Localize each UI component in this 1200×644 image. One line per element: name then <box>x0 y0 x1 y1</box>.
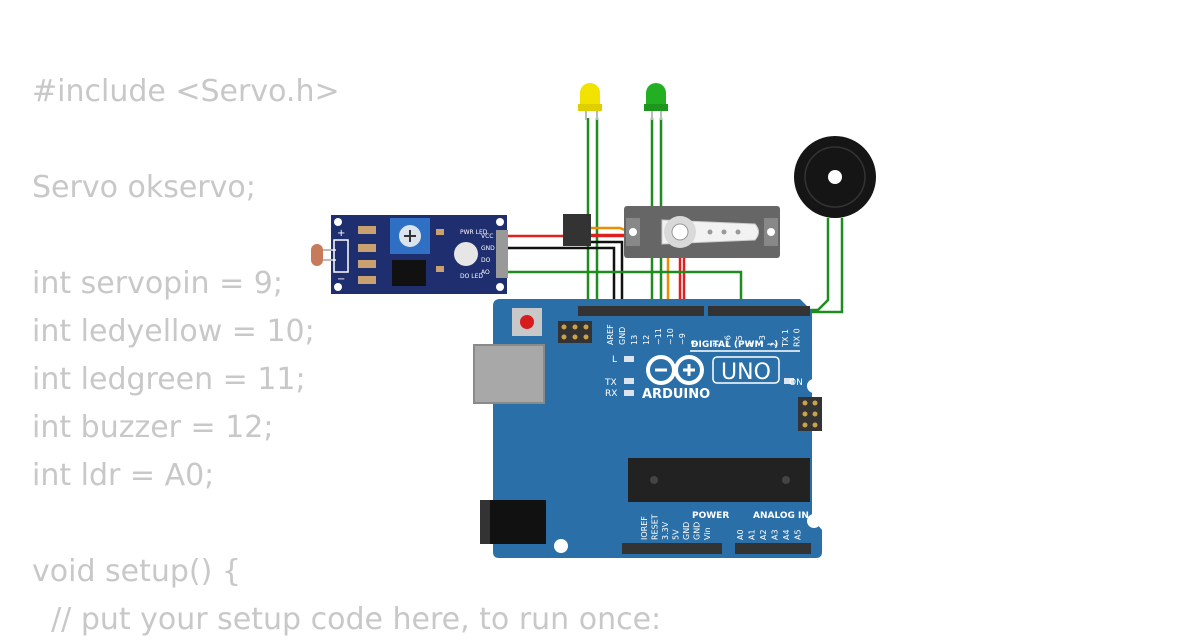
arduino-brand-label: ARDUINO <box>642 387 710 402</box>
digital-pin-label: 8 <box>690 340 699 345</box>
rx-label: RX <box>605 389 617 399</box>
svg-text:DO LED: DO LED <box>460 273 483 280</box>
power-pin-label: GND <box>682 522 691 540</box>
arduino-model-label: UNO <box>721 360 771 385</box>
svg-text:+: + <box>337 228 345 239</box>
analog-label: ANALOG IN <box>753 511 809 521</box>
analog-pin-label: A0 <box>736 529 745 540</box>
potentiometer-icon[interactable] <box>390 218 430 254</box>
code-line: void setup() { <box>32 554 241 589</box>
svg-text:GND: GND <box>481 245 495 252</box>
code-line: int ledgreen = 11; <box>32 362 306 397</box>
svg-text:VCC: VCC <box>481 233 493 240</box>
code-line: Servo okservo; <box>32 170 256 205</box>
digital-pin-label: TX 1 <box>781 329 790 348</box>
digital-pin-label: 4 <box>747 342 756 347</box>
digital-pin-label: ~5 <box>735 335 744 347</box>
code-line: int servopin = 9; <box>32 266 283 301</box>
wire-ldr-gnd <box>507 246 616 312</box>
analog-pin-label: A5 <box>794 529 803 540</box>
arduino-uno-board: UNO ARDUINO DIGITAL (PWM ~) ON L TX RX P… <box>473 299 822 558</box>
tx-label: TX <box>604 378 617 388</box>
arduino-logo <box>646 355 780 385</box>
svg-text:−: − <box>337 274 345 285</box>
analog-pin-label: A3 <box>771 529 780 540</box>
digital-pin-label: ~10 <box>666 328 675 345</box>
power-pin-label: 5V <box>672 529 681 540</box>
analog-pin-label: A4 <box>782 529 791 540</box>
power-pin-label: GND <box>693 522 702 540</box>
power-pin-label: Vin <box>703 527 712 540</box>
servo-icon <box>563 206 780 258</box>
digital-pin-label: ~3 <box>758 335 767 347</box>
power-pin-label: 3.3V <box>661 521 670 540</box>
power-jack-icon <box>480 500 546 544</box>
power-pin-label: IOREF <box>640 516 649 540</box>
l-label: L <box>612 355 617 365</box>
green-led-icon <box>644 83 668 120</box>
svg-text:AO: AO <box>481 269 490 276</box>
code-line: int ldr = A0; <box>32 458 215 493</box>
analog-pin-label: A2 <box>759 529 768 540</box>
digital-pin-label: GND <box>618 327 627 345</box>
digital-pin-label: RX 0 <box>793 328 802 347</box>
wire-servo-gnd <box>590 240 624 312</box>
buzzer-icon <box>794 136 876 218</box>
digital-pin-label: 7 <box>712 342 721 347</box>
digital-label: DIGITAL (PWM ~) <box>691 340 778 350</box>
digital-pin-label: ~11 <box>654 328 663 345</box>
circuit-diagram: UNO ARDUINO DIGITAL (PWM ~) ON L TX RX P… <box>311 83 876 558</box>
power-label: POWER <box>692 511 729 521</box>
svg-text:DO: DO <box>481 257 491 264</box>
microcontroller-chip <box>628 458 810 502</box>
reset-button-icon[interactable] <box>512 308 542 336</box>
yellow-led-icon <box>578 83 602 120</box>
digital-pin-label: ~6 <box>724 335 733 347</box>
on-label: ON <box>789 378 803 388</box>
ldr-sensor-module: + − PWR LED VCC GND DO AO DO LED <box>311 215 508 294</box>
analog-pin-label: A1 <box>748 529 757 540</box>
usb-port-icon <box>473 344 545 404</box>
code-line: int ledyellow = 10; <box>32 314 315 349</box>
photoresistor-icon <box>311 244 323 266</box>
digital-pin-label: 12 <box>642 335 651 345</box>
digital-pin-label: 13 <box>630 335 639 345</box>
digital-pin-label: ~9 <box>678 333 687 345</box>
svg-text:PWR LED: PWR LED <box>460 229 488 236</box>
code-line: #include <Servo.h> <box>32 74 340 109</box>
digital-pin-label: AREF <box>606 324 615 345</box>
digital-pin-label: 2 <box>770 342 779 347</box>
power-pin-label: RESET <box>651 514 660 540</box>
code-line: int buzzer = 12; <box>32 410 274 445</box>
